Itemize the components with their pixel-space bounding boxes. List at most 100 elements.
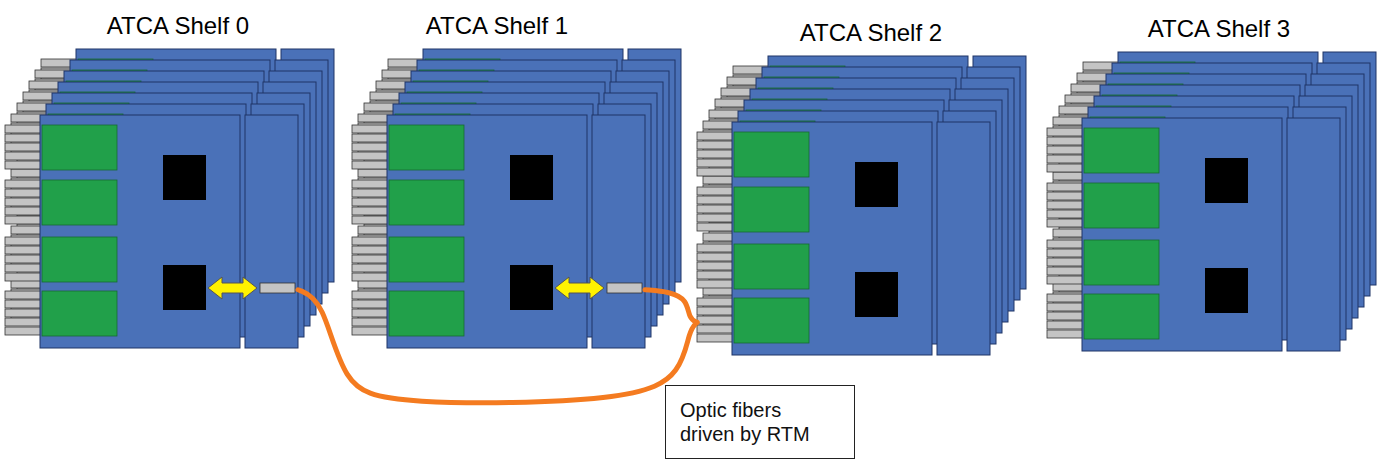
front-board xyxy=(40,115,240,348)
front-connector xyxy=(697,280,734,288)
front-connector xyxy=(5,264,42,272)
front-connector xyxy=(352,264,389,272)
fpga-chip xyxy=(1205,158,1248,203)
front-connector xyxy=(697,168,734,176)
optical-module xyxy=(42,180,117,225)
shelf-box: ATCA Shelf 0 xyxy=(5,115,298,348)
front-connector xyxy=(697,159,734,167)
optical-module xyxy=(734,244,809,289)
front-connector xyxy=(5,180,42,188)
fpga-chip xyxy=(163,265,206,310)
front-connector xyxy=(697,334,734,342)
front-connector xyxy=(1047,210,1084,218)
front-connector xyxy=(5,161,42,169)
front-connector xyxy=(1047,155,1084,163)
front-connector xyxy=(697,141,734,149)
front-connector xyxy=(1047,137,1084,145)
optical-module xyxy=(734,298,809,343)
shelf-stack xyxy=(697,56,1026,355)
front-connector xyxy=(697,196,734,204)
rtm-board xyxy=(1287,118,1340,351)
front-connector xyxy=(5,216,42,224)
front-connector xyxy=(5,291,42,299)
shelf-stack xyxy=(5,49,334,348)
rtm-board xyxy=(592,115,645,348)
front-connector xyxy=(697,244,734,252)
front-connector xyxy=(5,327,42,335)
front-connector xyxy=(1047,267,1084,275)
front-connector xyxy=(697,205,734,213)
front-connector xyxy=(1047,258,1084,266)
link-arrow xyxy=(208,277,257,299)
front-connector xyxy=(697,316,734,324)
optical-module xyxy=(389,180,464,225)
front-connector xyxy=(697,150,734,158)
fpga-chip xyxy=(855,272,898,317)
shelf-title: ATCA Shelf 2 xyxy=(800,19,942,47)
fpga-chip xyxy=(510,265,553,310)
rtm-connector xyxy=(260,283,295,293)
front-connector xyxy=(352,246,389,254)
optical-module xyxy=(1084,128,1159,173)
front-connector xyxy=(697,187,734,195)
front-connector xyxy=(1047,201,1084,209)
shelf-title: ATCA Shelf 1 xyxy=(426,12,568,40)
front-connector xyxy=(352,161,389,169)
fpga-chip xyxy=(510,155,553,200)
front-connector xyxy=(5,318,42,326)
front-connector xyxy=(5,134,42,142)
front-connector xyxy=(352,291,389,299)
front-connector xyxy=(352,207,389,215)
front-connector xyxy=(697,298,734,306)
front-connector xyxy=(352,125,389,133)
optic-fiber xyxy=(298,290,697,403)
note-text: Optic fibers driven by RTM xyxy=(680,398,840,446)
front-connector xyxy=(1047,321,1084,329)
callout-box: Optic fibers driven by RTM xyxy=(665,385,855,459)
front-connector xyxy=(697,253,734,261)
front-connector xyxy=(1047,294,1084,302)
front-connector xyxy=(697,325,734,333)
front-board xyxy=(1082,118,1282,351)
fpga-chip xyxy=(163,155,206,200)
shelf-title: ATCA Shelf 0 xyxy=(107,12,249,40)
optical-module xyxy=(734,132,809,177)
front-connector xyxy=(352,152,389,160)
front-connector xyxy=(5,189,42,197)
front-connector xyxy=(697,271,734,279)
optical-module xyxy=(1084,294,1159,339)
rtm-board xyxy=(937,122,990,355)
front-connector xyxy=(1047,192,1084,200)
front-connector xyxy=(697,132,734,140)
front-board xyxy=(732,122,932,355)
front-connector xyxy=(352,216,389,224)
blade xyxy=(5,115,298,348)
front-connector xyxy=(352,327,389,335)
front-connector xyxy=(1047,249,1084,257)
rtm-connector xyxy=(607,283,642,293)
front-connector xyxy=(352,134,389,142)
optical-module xyxy=(389,237,464,282)
front-connector xyxy=(5,255,42,263)
front-connector xyxy=(697,223,734,231)
front-connector xyxy=(5,143,42,151)
shelf-box: ATCA Shelf 3 xyxy=(1047,118,1340,351)
front-connector xyxy=(1047,183,1084,191)
front-connector xyxy=(5,152,42,160)
front-connector xyxy=(5,273,42,281)
front-connector xyxy=(697,307,734,315)
link-arrow xyxy=(555,277,604,299)
fpga-chip xyxy=(855,162,898,207)
front-connector xyxy=(1047,312,1084,320)
optical-module xyxy=(1084,183,1159,228)
front-connector xyxy=(352,255,389,263)
optical-module xyxy=(389,125,464,170)
front-connector xyxy=(352,309,389,317)
front-connector xyxy=(5,198,42,206)
optical-module xyxy=(389,291,464,336)
front-connector xyxy=(352,273,389,281)
optical-module xyxy=(1084,240,1159,285)
shelf-title: ATCA Shelf 3 xyxy=(1148,15,1290,43)
shelf-stack xyxy=(1047,52,1376,351)
